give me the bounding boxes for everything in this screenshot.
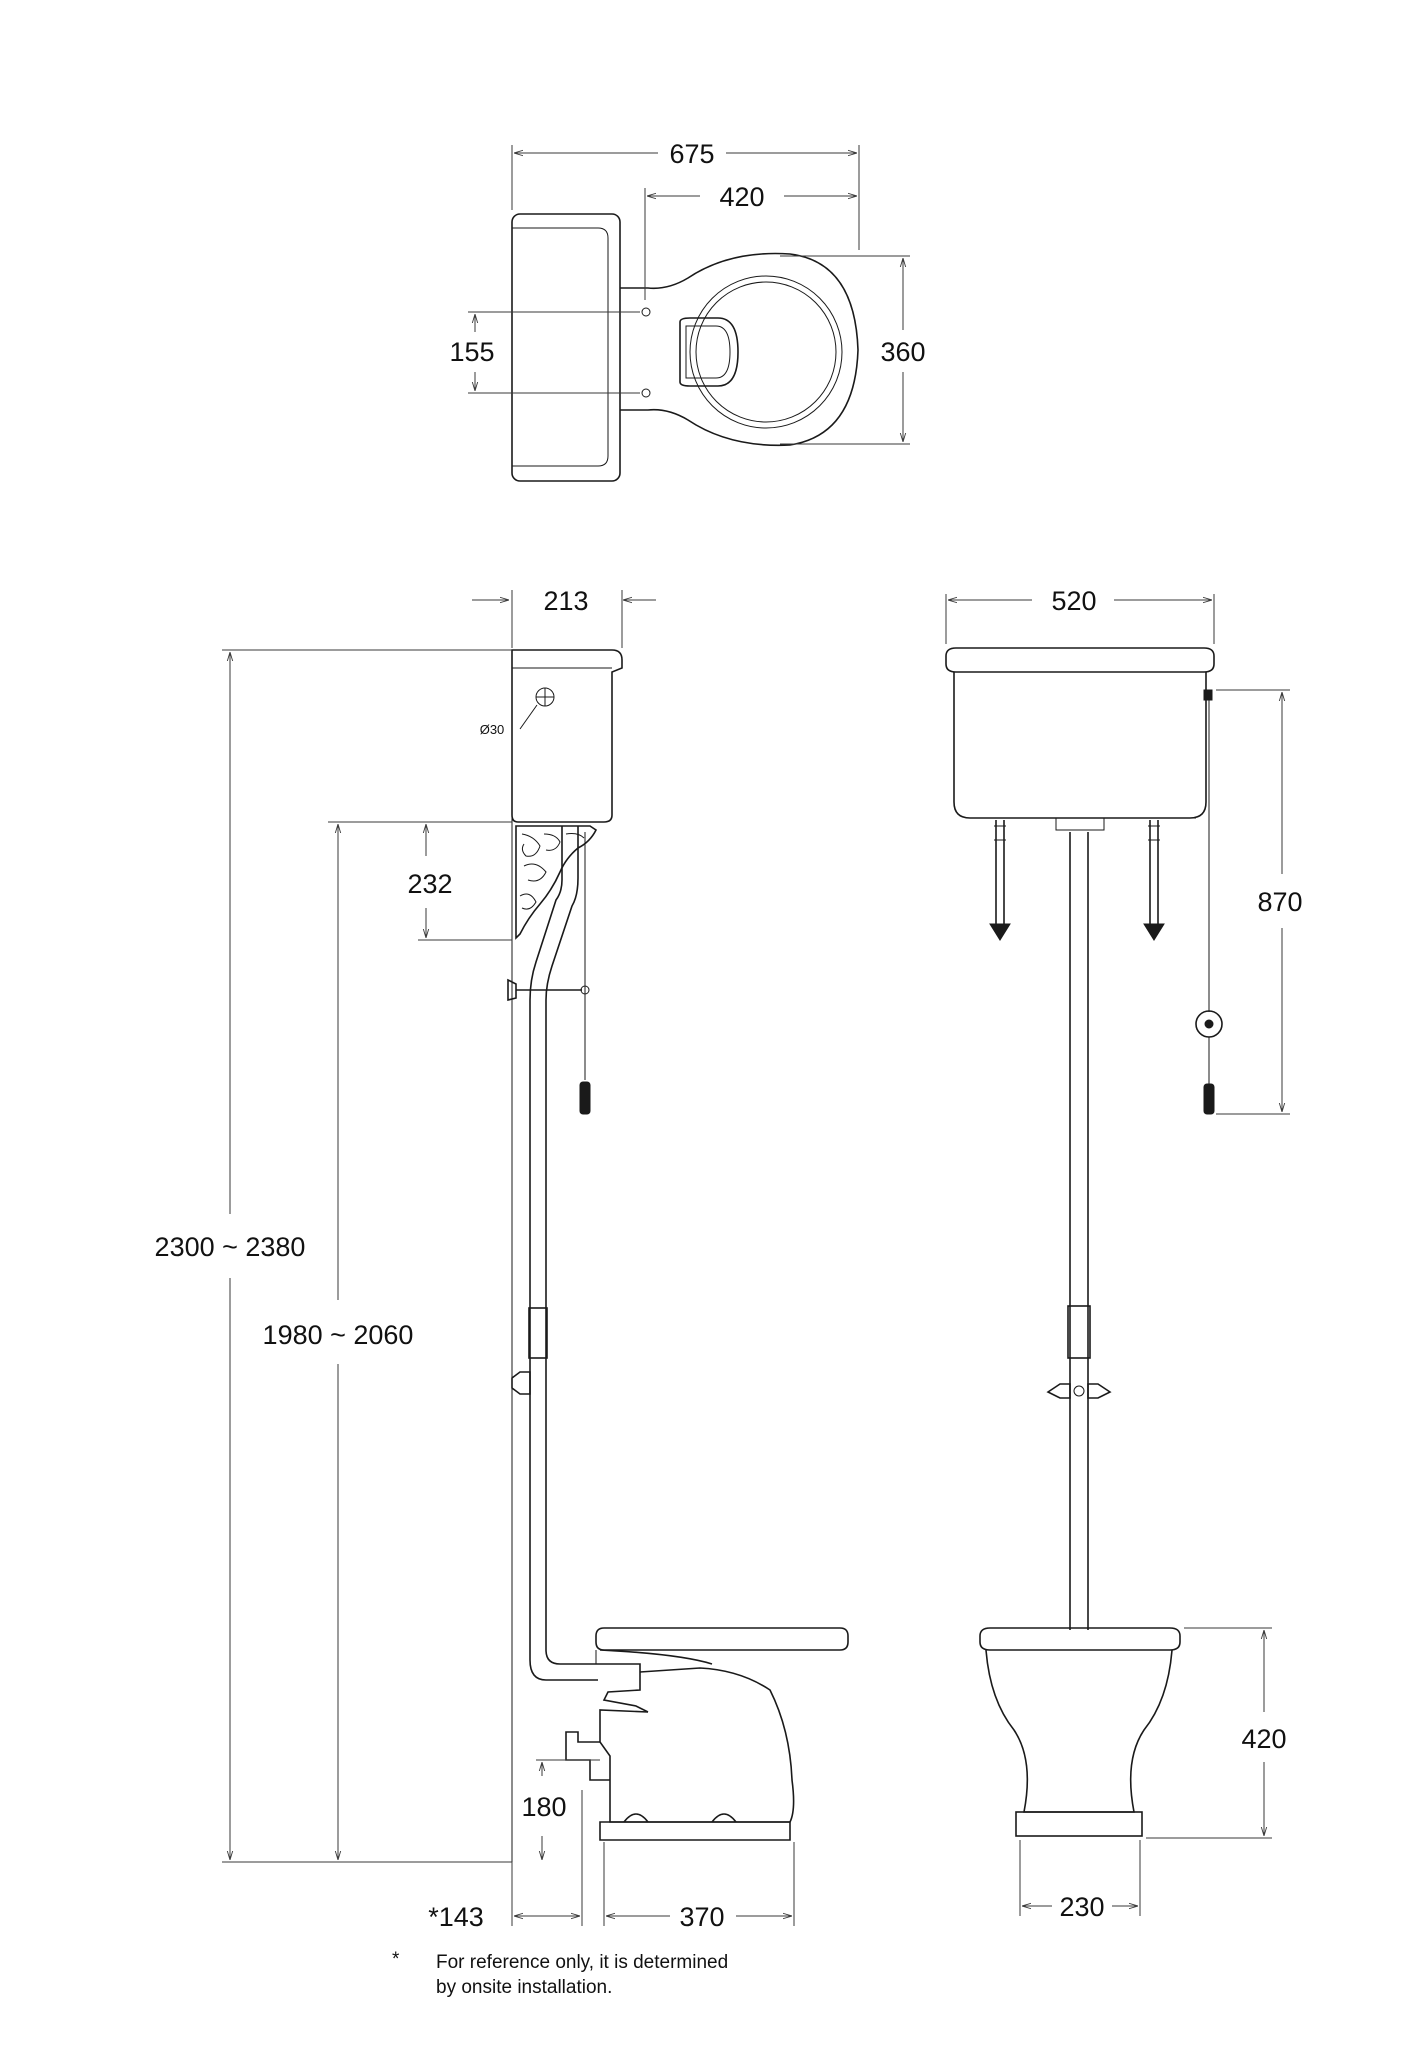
plan-fixing-hole-2	[641, 388, 651, 398]
side-flush-pipe	[529, 826, 598, 1681]
side-pan-body	[599, 1667, 795, 1823]
dim-1980-2060: 1980 ~ 2060	[263, 1320, 414, 1350]
dim-155: 155	[449, 337, 494, 367]
front-valve	[1055, 817, 1105, 831]
top-plan-view: 675 420 155 360	[449, 139, 926, 482]
pipe-clip-front-left	[1046, 1383, 1071, 1399]
front-pull-handle	[1203, 1083, 1215, 1115]
dim-520: 520	[1051, 586, 1096, 616]
pipe-clip-side	[511, 1371, 531, 1395]
dim-870: 870	[1257, 887, 1302, 917]
front-view: 520 870 420 230	[945, 586, 1303, 1922]
plan-cistern-lid	[512, 227, 609, 467]
ornate-bracket	[515, 825, 598, 940]
side-view: Ø30 2	[155, 586, 849, 1932]
front-lever	[1203, 689, 1213, 701]
front-seat	[979, 1627, 1181, 1651]
front-pan-body	[985, 1649, 1173, 1813]
side-pan-base	[599, 1821, 791, 1841]
dim-232: 232	[407, 869, 452, 899]
dim-180: 180	[521, 1792, 566, 1822]
dim-360: 360	[880, 337, 925, 367]
plan-seat	[689, 275, 843, 429]
side-pan-connector	[598, 1663, 649, 1713]
dim-143: *143	[428, 1902, 484, 1932]
front-bracket-left	[989, 820, 1011, 941]
footnote-line-1: For reference only, it is determined	[436, 1952, 728, 1973]
footnote-marker: *	[392, 1949, 400, 1970]
dim-213: 213	[543, 586, 588, 616]
front-bracket-right	[1143, 820, 1165, 941]
pipe-clip-front-right	[1087, 1383, 1112, 1399]
side-pull-handle	[579, 1081, 591, 1115]
side-seat	[595, 1627, 849, 1651]
plan-bowl-opening	[679, 317, 739, 387]
dim-420-top: 420	[719, 182, 764, 212]
dim-230: 230	[1059, 1892, 1104, 1922]
dim-2300-2380: 2300 ~ 2380	[155, 1232, 306, 1262]
side-cistern	[511, 649, 623, 823]
dim-370: 370	[679, 1902, 724, 1932]
front-cistern-body	[953, 672, 1207, 819]
plan-cistern	[511, 213, 621, 482]
front-pan-base	[1015, 1811, 1143, 1837]
footnote-line-2: by onsite installation.	[436, 1977, 612, 1998]
overflow-label: Ø30	[480, 722, 505, 737]
dim-675: 675	[669, 139, 714, 169]
plan-pan-bowl	[620, 252, 859, 447]
pipe-coupling-front	[1067, 1305, 1091, 1359]
pipe-coupling-side	[528, 1307, 548, 1359]
plan-fixing-hole-1	[641, 307, 651, 317]
dim-420-front: 420	[1241, 1724, 1286, 1754]
footnote: * For reference only, it is determined b…	[392, 1949, 728, 1998]
front-cistern-lid	[945, 647, 1215, 673]
